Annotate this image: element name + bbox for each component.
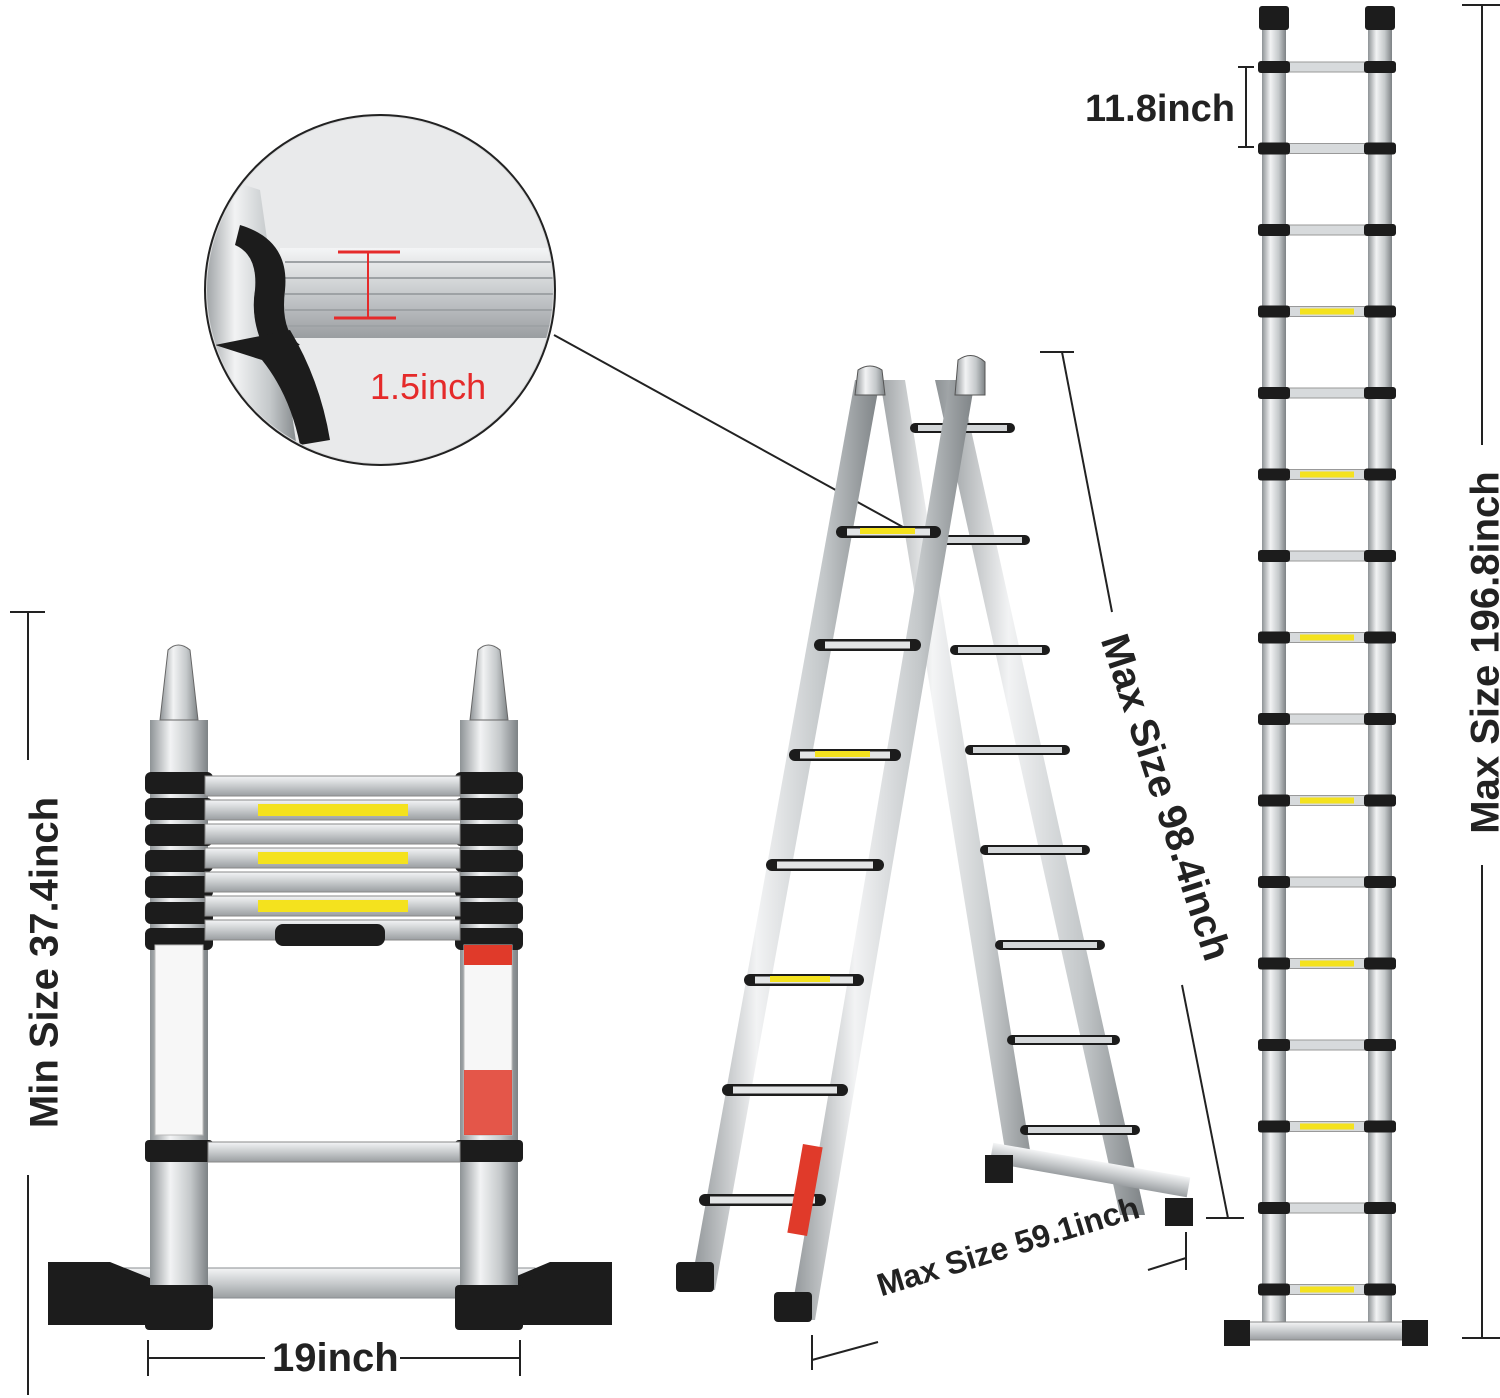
extended-straight-ladder <box>1224 6 1428 1346</box>
rung <box>1285 224 1369 236</box>
rail-collar <box>1364 713 1396 725</box>
rail-collar <box>1364 794 1396 807</box>
rung <box>1285 876 1369 888</box>
rail-collar <box>1258 61 1290 73</box>
rung-label <box>1300 1286 1354 1293</box>
rung <box>1285 143 1369 154</box>
rung <box>1285 713 1369 725</box>
rail-collar <box>1258 713 1290 725</box>
rung-label <box>1300 1123 1354 1130</box>
rail-collar <box>1258 142 1290 155</box>
rail-collar <box>1258 957 1290 970</box>
rail-collar <box>1364 61 1396 73</box>
rung-detail-zoom <box>204 114 556 466</box>
rail-collar <box>1364 1120 1396 1133</box>
rail-collar <box>1258 1120 1290 1133</box>
rung <box>1285 61 1369 73</box>
rail-collar <box>1258 631 1290 644</box>
rung-spacing-label: 11.8inch <box>1085 88 1235 130</box>
rail-collar <box>1364 1283 1396 1296</box>
rail-collar <box>1364 387 1396 399</box>
folded-ladder <box>48 644 612 1330</box>
rail-collar <box>1258 794 1290 807</box>
max-size-label: Max Size 196.8inch <box>1463 471 1500 834</box>
rail-collar <box>1364 224 1396 236</box>
rail-collar <box>1258 1283 1290 1296</box>
rail-collar <box>1364 142 1396 155</box>
rail-collar <box>1364 631 1396 644</box>
rail-collar <box>1364 957 1396 970</box>
min-size-label: Min Size 37.4inch <box>22 796 67 1129</box>
rung <box>1285 387 1369 399</box>
rail-collar <box>1364 876 1396 888</box>
rail-collar <box>1364 550 1396 562</box>
rail-collar <box>1258 305 1290 318</box>
rung <box>1285 1202 1369 1214</box>
rail-collar <box>1258 387 1290 399</box>
rail-collar <box>1364 468 1396 481</box>
base-width-label: 19inch <box>272 1336 399 1380</box>
rail-collar <box>1258 1202 1290 1214</box>
rung-label <box>1300 308 1354 315</box>
rung-label <box>1300 471 1354 478</box>
rail-collar <box>1258 224 1290 236</box>
rung <box>1285 550 1369 562</box>
rung-width-label: 1.5inch <box>370 366 487 407</box>
a-frame-ladder <box>676 355 1193 1322</box>
rung-label <box>1300 960 1354 967</box>
rung-label <box>1300 797 1354 804</box>
rail-collar <box>1258 876 1290 888</box>
dimension-lines <box>10 4 1500 1395</box>
rung <box>1285 1039 1369 1051</box>
rail-collar <box>1258 1039 1290 1051</box>
rail-collar <box>1364 1202 1396 1214</box>
rail-collar <box>1258 550 1290 562</box>
rail-collar <box>1364 1039 1396 1051</box>
rail-collar <box>1364 305 1396 318</box>
rung-label <box>1300 634 1354 641</box>
rail-collar <box>1258 468 1290 481</box>
